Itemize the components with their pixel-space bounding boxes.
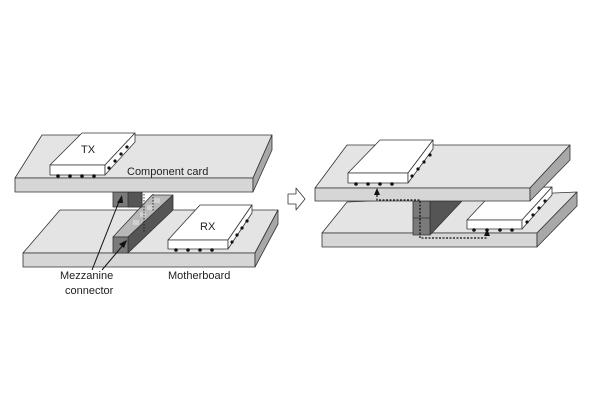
tx-chip: TX [49, 132, 136, 178]
signal-arrowhead-end [484, 229, 490, 236]
mezzanine-connector-right [412, 200, 463, 236]
motherboard-label: Motherboard [168, 270, 230, 282]
right-assembly [314, 139, 578, 248]
signal-path-left [143, 194, 154, 232]
tx-label: TX [81, 144, 96, 156]
mezzanine-label-line1: Mezzanine [60, 270, 113, 282]
transition-arrow-icon [287, 187, 306, 211]
rx-label: RX [200, 221, 216, 233]
component-card-label: Component card [127, 166, 208, 178]
signal-arrowhead-up [374, 188, 380, 195]
signal-path-right [376, 195, 487, 239]
mezzanine-label-line2: connector [65, 285, 114, 297]
pointer-arrows [91, 195, 127, 271]
left-assembly: RX [14, 132, 279, 297]
rx-chip: RX [167, 204, 253, 252]
tx-chip-right [347, 139, 434, 186]
